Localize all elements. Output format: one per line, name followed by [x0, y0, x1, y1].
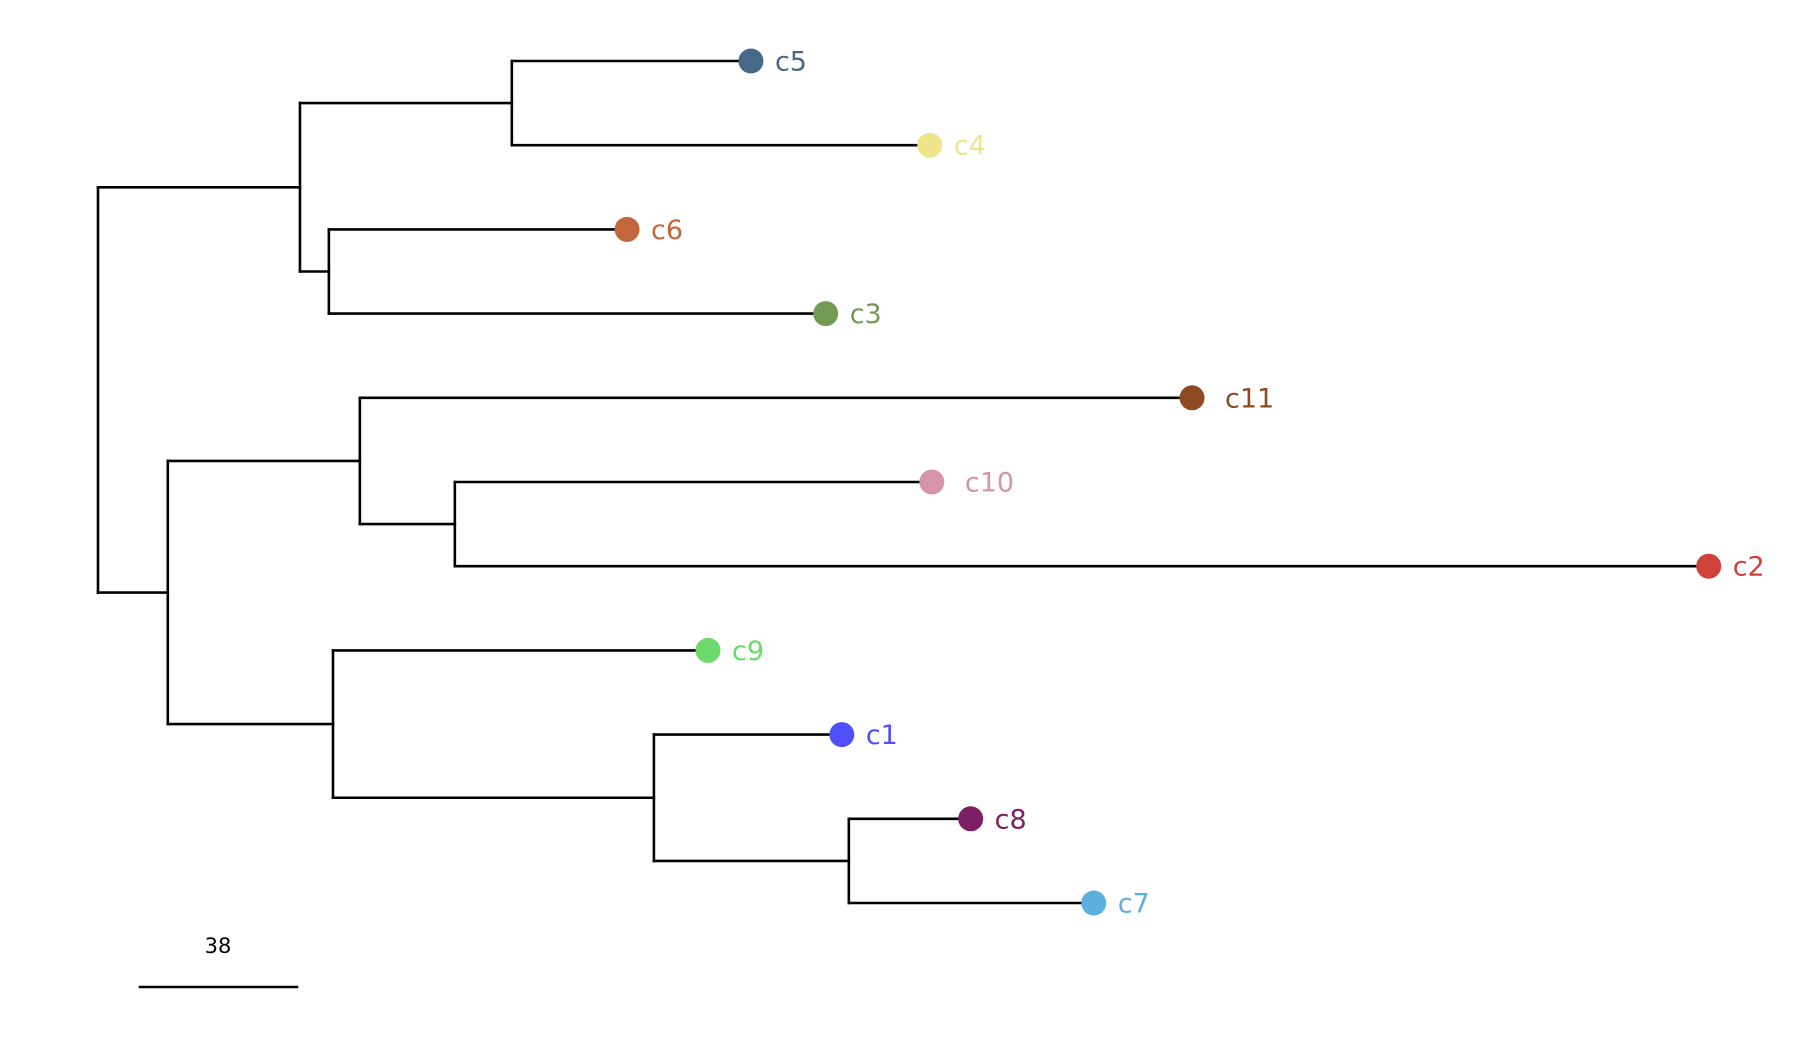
leaf-node-c1[interactable] [829, 722, 855, 748]
leaf-label-c1: c1 [866, 720, 898, 751]
leaf-label-c10: c10 [965, 468, 1014, 499]
leaf-label-c3: c3 [850, 299, 882, 330]
leaf-label-c8: c8 [995, 804, 1027, 835]
leaf-node-c8[interactable] [958, 806, 984, 832]
leaf-label-c9: c9 [732, 636, 764, 667]
leaf-label-c2: c2 [1733, 552, 1765, 583]
leaves: c5 c4 c6 c3 c11 c10 c2 c9 c1 c8 c7 [614, 47, 1765, 920]
scale-bar: 38 [138, 934, 299, 989]
leaf-node-c11[interactable] [1179, 385, 1205, 411]
leaf-label-c11: c11 [1225, 383, 1274, 414]
leaf-label-c7: c7 [1118, 889, 1150, 920]
leaf-node-c7[interactable] [1081, 890, 1107, 916]
scale-bar-label: 38 [205, 934, 232, 958]
leaf-node-c4[interactable] [917, 132, 943, 158]
leaf-label-c5: c5 [775, 47, 807, 78]
leaf-label-c4: c4 [954, 131, 986, 162]
leaf-node-c10[interactable] [919, 469, 945, 495]
leaf-node-c6[interactable] [614, 216, 640, 242]
leaf-node-c5[interactable] [738, 48, 764, 74]
leaf-node-c9[interactable] [695, 637, 721, 663]
leaf-node-c2[interactable] [1696, 553, 1722, 579]
leaf-node-c3[interactable] [813, 301, 839, 327]
leaf-label-c6: c6 [651, 215, 683, 246]
branches [96, 59, 1710, 905]
